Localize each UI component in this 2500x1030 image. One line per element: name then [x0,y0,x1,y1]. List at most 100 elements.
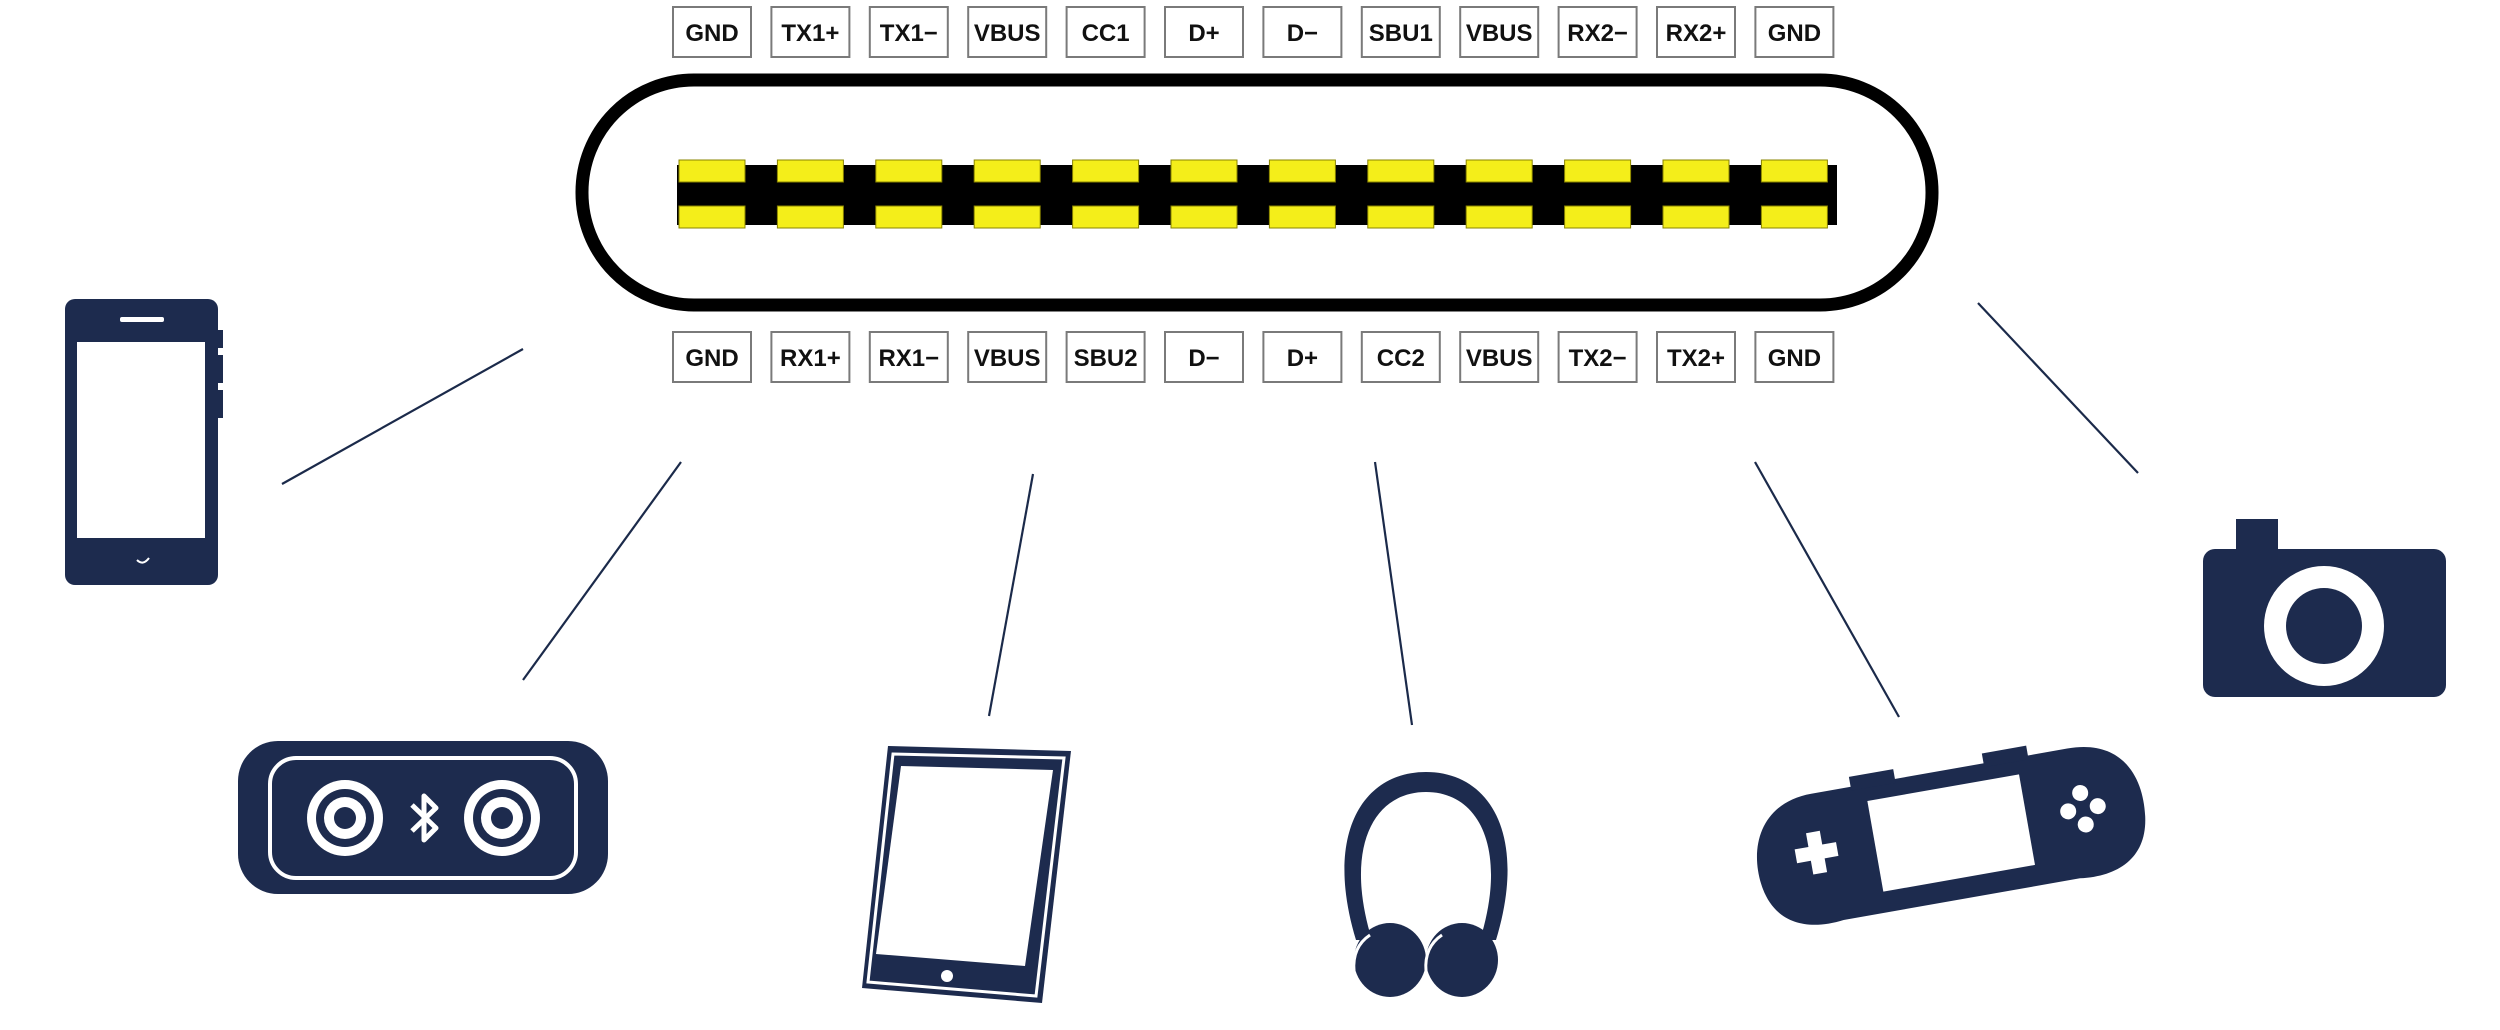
bottom-pin-text: GND [1768,345,1821,372]
tongue [677,165,1837,225]
upper-contact-4 [973,159,1041,183]
upper-contact-10 [1564,159,1632,183]
top-pin-labels: GND TX1+ TX1− VBUS CC1 D+ D− SBU1 VBUS RX2− RX2+ GN… [672,6,1835,58]
bottom-pin-4: VBUS [967,331,1048,383]
upper-contact-2 [776,159,844,183]
top-pin-1: GND [672,6,752,58]
bottom-pin-6: D− [1164,331,1244,383]
bottom-pin-text: D− [1188,345,1219,372]
top-pin-10: RX2− [1557,6,1638,58]
bottom-pin-box [1262,331,1343,383]
top-pin-box [1656,6,1736,58]
lower-contact-6 [1170,205,1238,229]
link-smartphone [281,348,524,485]
bottom-pin-10: TX2− [1557,331,1638,383]
bottom-pin-11: TX2+ [1656,331,1736,383]
top-pin-4: VBUS [967,6,1048,58]
bottom-pin-box [967,331,1048,383]
top-pin-text: RX2− [1567,20,1628,47]
bottom-pin-box [1459,331,1540,383]
bottom-pin-text: TX2+ [1667,345,1725,372]
bottom-pin-box [1656,331,1736,383]
bottom-pin-text: VBUS [974,345,1041,372]
device-links [281,302,2139,726]
top-pin-7: D− [1262,6,1343,58]
lower-contact-10 [1564,205,1632,229]
link-tablet [987,473,1035,717]
bluetooth-symbol [410,793,439,843]
lower-contact-8 [1367,205,1435,229]
bottom-pin-text: D+ [1287,345,1318,372]
bottom-pin-box [1557,331,1638,383]
bottom-pin-text: VBUS [1466,345,1533,372]
bottom-pin-8: CC2 [1360,331,1441,383]
bottom-pin-box [1754,331,1835,383]
bottom-pin-box [1360,331,1441,383]
link-game-console [1754,461,1900,718]
top-pin-text: SBU1 [1369,20,1433,47]
upper-contact-3 [875,159,943,183]
tablet-icon [862,746,1071,1003]
lower-contact-3 [875,205,943,229]
top-pin-box [1164,6,1244,58]
bluetooth-speaker-icon [238,741,608,894]
lower-contact-4 [973,205,1041,229]
top-pin-9: VBUS [1459,6,1540,58]
top-pin-box [1459,6,1540,58]
headphones-icon [1344,772,1508,997]
top-pin-text: D+ [1188,20,1219,47]
top-pin-3: TX1− [868,6,949,58]
top-pin-2: TX1+ [770,6,851,58]
bottom-pin-text: SBU2 [1074,345,1138,372]
bottom-pin-text: TX2− [1569,345,1627,372]
bottom-pin-text: RX1− [878,345,939,372]
upper-contact-8 [1367,159,1435,183]
lower-contact-5 [1072,205,1140,229]
top-pin-text: CC1 [1082,20,1130,47]
lower-contact-1 [678,205,746,229]
top-pin-box [1262,6,1343,58]
link-headphones [1373,461,1414,726]
lower-contact-9 [1465,205,1533,229]
game-console-icon [1757,745,2146,925]
contact-row [678,159,1828,229]
bottom-pin-text: CC2 [1377,345,1425,372]
top-pin-box [672,6,752,58]
lower-contact-12 [1760,205,1828,229]
top-pin-text: GND [1768,20,1821,47]
bottom-pin-text: GND [685,345,738,372]
upper-contact-11 [1662,159,1730,183]
bottom-pin-9: VBUS [1459,331,1540,383]
top-pin-text: TX1− [880,20,938,47]
top-pin-12: GND [1754,6,1835,58]
top-pin-text: VBUS [1466,20,1533,47]
upper-contact-12 [1760,159,1828,183]
top-pin-box [868,6,949,58]
lower-contact-11 [1662,205,1730,229]
top-pin-box [967,6,1048,58]
top-pin-text: RX2+ [1666,20,1727,47]
bottom-pin-box [770,331,851,383]
link-speaker [522,461,682,681]
bottom-pin-box [1164,331,1244,383]
bottom-pin-1: GND [672,331,752,383]
lower-contact-7 [1268,205,1336,229]
bottom-pin-box [672,331,752,383]
top-pin-box [1065,6,1146,58]
top-pin-6: D+ [1164,6,1244,58]
bottom-pin-box [1065,331,1146,383]
top-pin-box [770,6,851,58]
upper-contact-7 [1268,159,1336,183]
top-pin-5: CC1 [1065,6,1146,58]
upper-contact-1 [678,159,746,183]
bottom-pin-2: RX1+ [770,331,851,383]
top-pin-box [1360,6,1441,58]
smartphone-icon [65,299,223,585]
bottom-pin-3: RX1− [868,331,949,383]
upper-contact-6 [1170,159,1238,183]
upper-contact-9 [1465,159,1533,183]
bottom-pin-12: GND [1754,331,1835,383]
top-pin-box [1557,6,1638,58]
usb-c-receptacle [575,73,1939,312]
